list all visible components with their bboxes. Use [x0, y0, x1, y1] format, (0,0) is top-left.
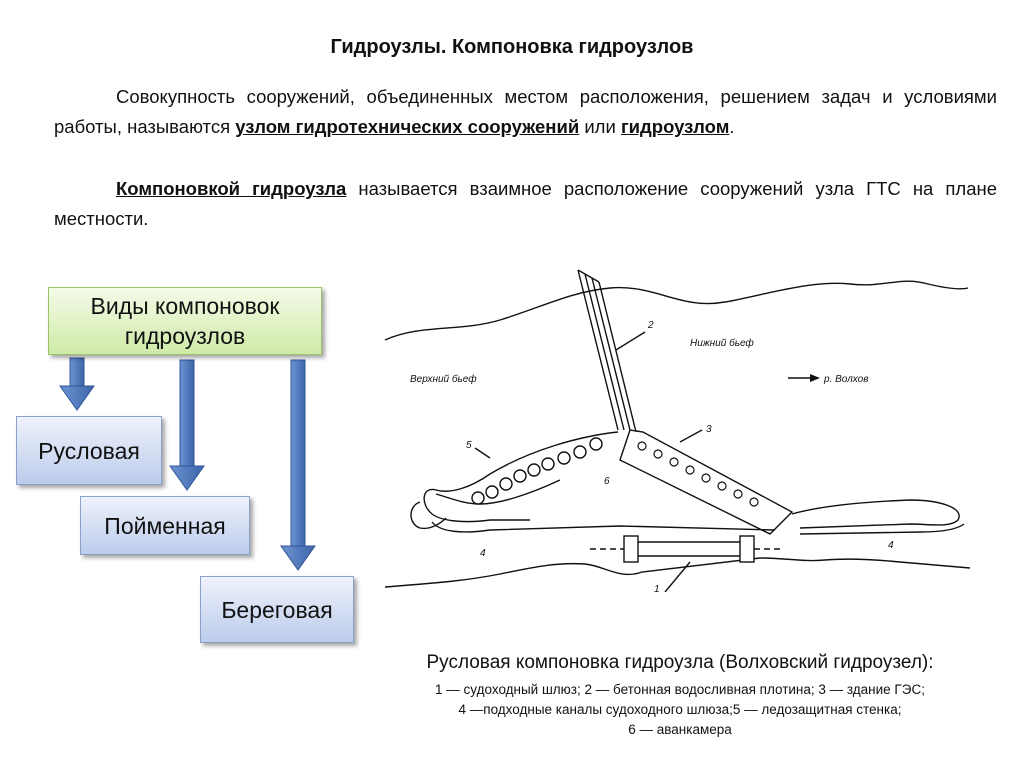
volkhov-plan-drawing: Нижний бьеф Верхний бьеф р. Волхов 2 3 5… [384, 269, 971, 592]
label-5: 5 [466, 440, 472, 451]
term-hydro-structures-node: узлом гидротехнических сооружений [235, 116, 580, 137]
definition-text-start: Совокупность сооружений, объединенных ме… [54, 86, 997, 137]
hpp-building [619, 429, 794, 535]
type-label-poimennaya: Пойменная [104, 512, 226, 539]
layout-types-root-box: Виды компоновок гидроузлов [48, 287, 322, 355]
river-direction-arrow [810, 374, 820, 382]
layout-types-root-label: Виды компоновок гидроузлов [90, 293, 280, 349]
figure-legend-line-2: 4 —подходные каналы судоходного шлюза;5 … [458, 702, 902, 717]
ship-lock-chamber [638, 541, 740, 557]
label-3: 3 [706, 424, 712, 435]
definition-text-end: . [729, 116, 735, 137]
term-hydronode: гидроузлом [620, 116, 730, 137]
term-layout: Компоновкой гидроузла [116, 178, 347, 199]
type-box-poimennaya: Пойменная [80, 496, 250, 555]
label-6: 6 [604, 476, 610, 487]
ship-lock-gate-right [739, 535, 755, 563]
left-dyke [423, 431, 619, 523]
hpp-units [637, 441, 759, 507]
definition-paragraph: Совокупность сооружений, объединенных ме… [54, 82, 997, 142]
figure-caption: Русловая компоновка гидроузла (Волховски… [426, 652, 934, 673]
type-box-ruslovaya: Русловая [16, 416, 162, 485]
label-river: р. Волхов [823, 374, 868, 385]
spillway-dam [577, 269, 637, 433]
page-title: Гидроузлы. Компоновка гидроузлов [330, 36, 694, 58]
lower-bank-line [384, 557, 971, 588]
label-upstream: Верхний бьеф [410, 373, 477, 385]
ice-protection-wall [471, 437, 603, 505]
definition-text-middle: или [579, 116, 621, 137]
arrow-to-ruslovaya [59, 357, 95, 411]
arrow-to-poimennaya [169, 359, 205, 491]
upper-bank-line [384, 280, 969, 341]
hierarchy-arrows [59, 357, 316, 571]
figure-legend-line-1: 1 — судоходный шлюз; 2 — бетонная водосл… [435, 682, 925, 697]
label-2: 2 [647, 320, 654, 331]
right-dyke [791, 499, 960, 529]
label-4-left: 4 [480, 548, 486, 559]
arrow-to-beregovaya [280, 359, 316, 571]
figure-legend-line-3: 6 — аванкамера [628, 722, 732, 737]
label-1: 1 [654, 584, 660, 592]
type-label-ruslovaya: Русловая [38, 437, 140, 464]
label-downstream: Нижний бьеф [690, 337, 754, 349]
type-box-beregovaya: Береговая [200, 576, 354, 643]
ship-lock-gate-left [623, 535, 639, 563]
layout-paragraph: Компоновкой гидроузла называется взаимно… [54, 174, 997, 234]
label-4-right: 4 [888, 540, 894, 551]
layout-text: называется взаимное расположение сооруже… [54, 178, 997, 229]
type-label-beregovaya: Береговая [221, 596, 333, 623]
